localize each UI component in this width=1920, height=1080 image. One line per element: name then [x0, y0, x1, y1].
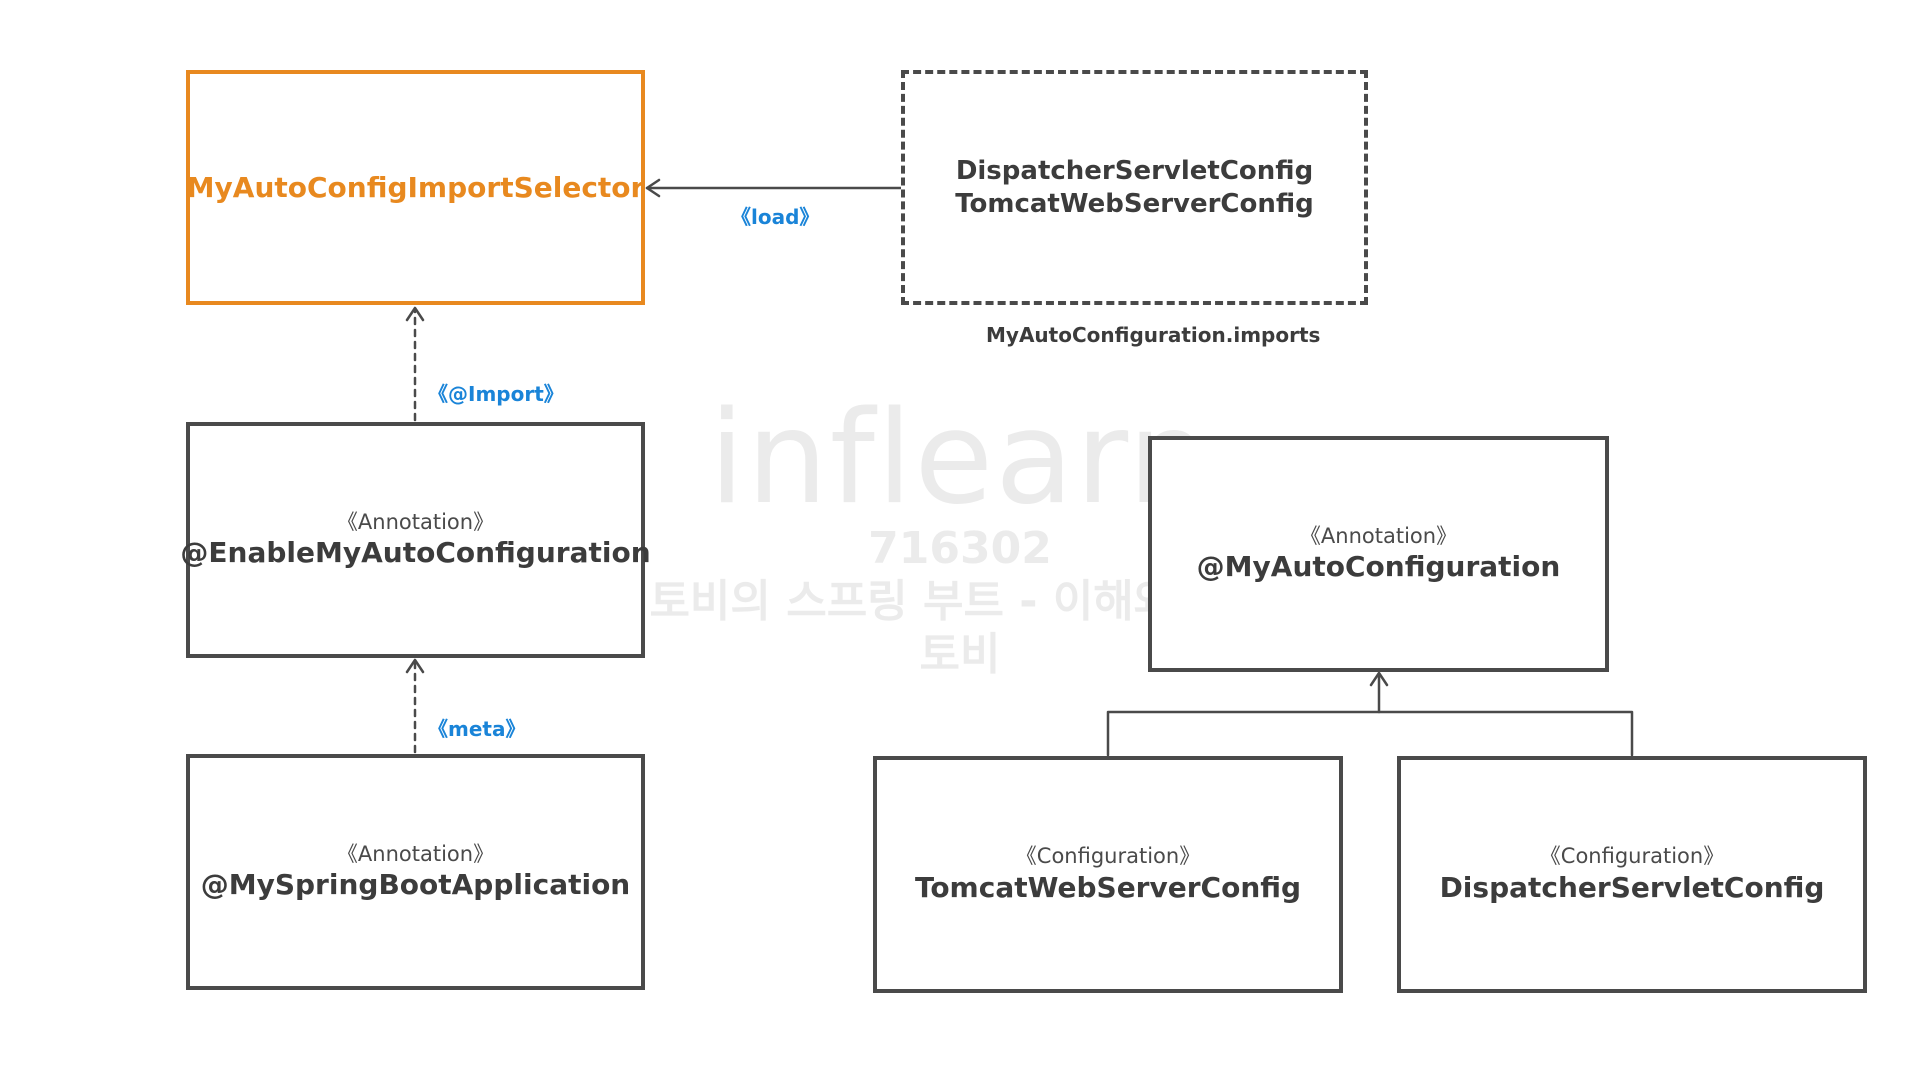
boot-app-name: @MySpringBootApplication — [200, 868, 631, 902]
selector-name: MyAutoConfigImportSelector — [186, 171, 645, 204]
dispatcher-name: DispatcherServletConfig — [1439, 870, 1825, 904]
boot-app-annotation-box[interactable]: 《Annotation》 @MySpringBootApplication — [186, 754, 645, 990]
selector-box[interactable]: MyAutoConfigImportSelector — [186, 70, 645, 305]
my-auto-config-name: @MyAutoConfiguration — [1196, 550, 1561, 584]
tomcat-config-box[interactable]: 《Configuration》 TomcatWebServerConfig — [873, 756, 1343, 993]
dispatcher-config-box[interactable]: 《Configuration》 DispatcherServletConfig — [1397, 756, 1867, 993]
load-arrow — [645, 178, 903, 198]
tomcat-stereotype: 《Configuration》 — [1015, 844, 1201, 869]
boot-app-stereotype: 《Annotation》 — [336, 841, 495, 866]
tomcat-name: TomcatWebServerConfig — [914, 870, 1302, 904]
my-auto-config-annotation-box[interactable]: 《Annotation》 @MyAutoConfiguration — [1148, 436, 1609, 672]
imports-file-box[interactable]: DispatcherServletConfig TomcatWebServerC… — [901, 70, 1368, 305]
import-label: 《@Import》 — [428, 382, 564, 406]
meta-label: 《meta》 — [428, 717, 526, 741]
meta-arrow — [405, 658, 425, 754]
enable-stereotype: 《Annotation》 — [336, 509, 495, 534]
enable-annotation-box[interactable]: 《Annotation》 @EnableMyAutoConfiguration — [180, 422, 651, 658]
import-arrow — [405, 306, 425, 422]
enable-name: @EnableMyAutoConfiguration — [180, 536, 651, 570]
imports-line-1: DispatcherServletConfig — [955, 156, 1314, 186]
load-label: 《load》 — [731, 205, 820, 229]
annotated-by-connector — [1106, 671, 1634, 757]
my-auto-config-stereotype: 《Annotation》 — [1299, 523, 1458, 548]
imports-file-caption: MyAutoConfiguration.imports — [986, 323, 1321, 347]
dispatcher-stereotype: 《Configuration》 — [1539, 844, 1725, 869]
imports-line-2: TomcatWebServerConfig — [955, 188, 1314, 219]
